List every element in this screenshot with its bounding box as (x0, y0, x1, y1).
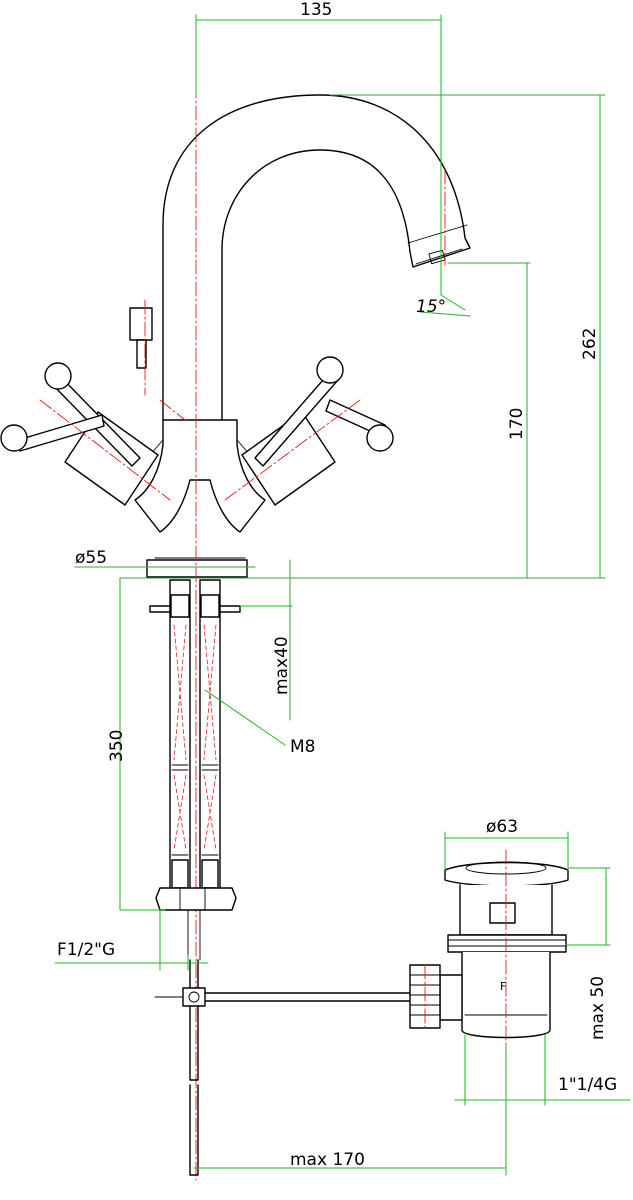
faucet-body (0, 17, 471, 1181)
label-waste-height: max 50 (588, 976, 608, 1040)
label-spout-reach: 135 (300, 0, 332, 20)
aerator (428, 249, 446, 265)
label-spout-height: 170 (507, 408, 527, 440)
spout (162, 94, 471, 421)
waste-assembly: F (409, 849, 569, 1046)
supply-hoses (149, 579, 241, 961)
left-handle (0, 362, 159, 506)
svg-text:F: F (500, 980, 506, 993)
right-handle (241, 356, 394, 506)
base-plate (146, 559, 248, 578)
label-shank-thread: M8 (290, 737, 315, 757)
label-max-thickness: max40 (272, 636, 292, 695)
label-total-height: 262 (580, 328, 600, 360)
label-hose-connection: F1/2"G (57, 940, 115, 960)
label-hose-length: 350 (107, 730, 127, 762)
spout-tip (407, 224, 468, 265)
dimension-lines (54, 14, 631, 1176)
popup-rod (154, 959, 421, 1176)
label-waste-diameter: ø63 (486, 817, 518, 837)
popup-lever (129, 307, 153, 369)
label-waste-thread: 1"1/4G (558, 1075, 617, 1095)
label-base-diameter: ø55 (75, 548, 107, 568)
central-body (134, 419, 266, 533)
dimension-labels: 135 262 170 15° ø55 max40 M8 350 F1/2"G … (57, 0, 617, 1170)
label-rod-length: max 170 (290, 1150, 365, 1170)
label-spout-angle: 15° (416, 297, 446, 317)
